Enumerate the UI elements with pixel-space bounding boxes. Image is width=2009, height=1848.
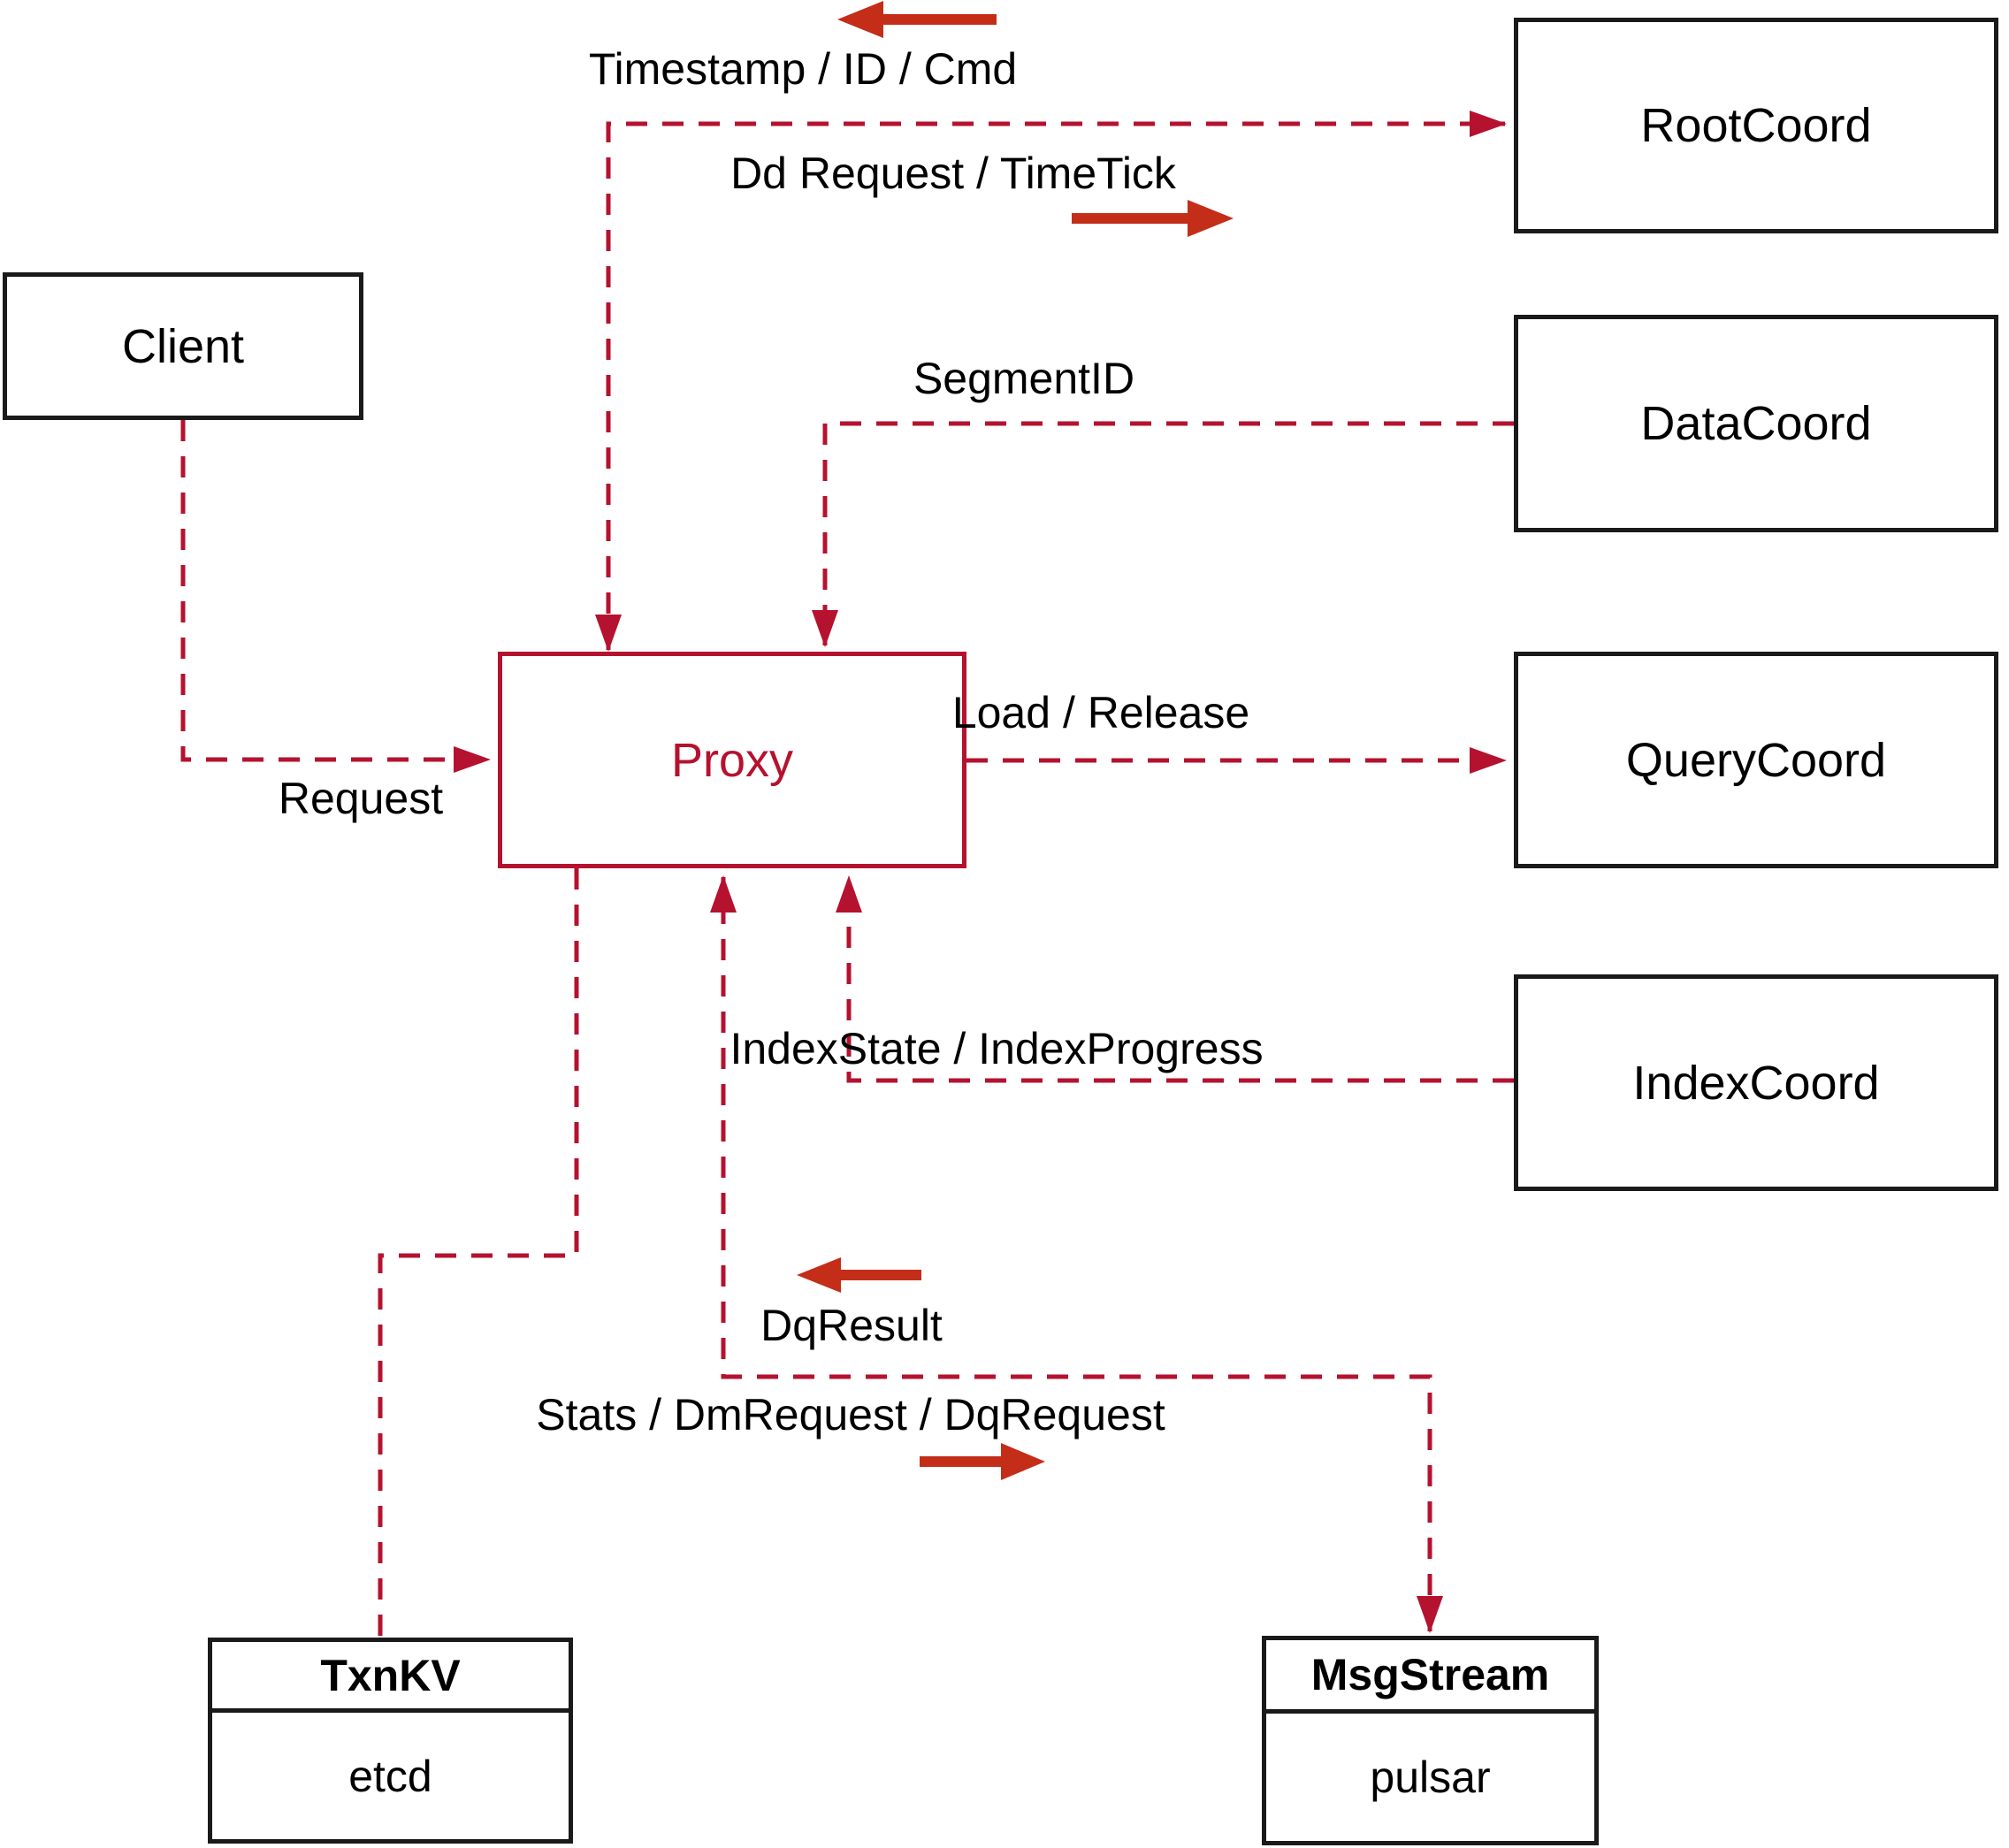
node-datacoord-label: DataCoord <box>1640 397 1872 450</box>
edge-proxy-msgstream <box>710 875 1443 1633</box>
node-txnkv-title: TxnKV <box>212 1642 569 1713</box>
edge-label-load-release: Load / Release <box>951 688 1250 737</box>
node-indexcoord: IndexCoord <box>1514 974 1998 1191</box>
node-rootcoord-label: RootCoord <box>1640 99 1872 152</box>
edge-proxy-txnkv <box>378 868 579 1636</box>
node-client: Client <box>3 272 363 420</box>
edge-proxy-rootcoord <box>595 111 1507 652</box>
node-msgstream-impl: pulsar <box>1370 1753 1491 1802</box>
edge-label-indexstate-indexprogress: IndexState / IndexProgress <box>730 1024 1264 1073</box>
node-querycoord: QueryCoord <box>1514 652 1998 868</box>
edge-label-dqresult: DqResult <box>760 1301 943 1350</box>
edge-label-dd-request-timetick: Dd Request / TimeTick <box>730 149 1176 198</box>
node-client-label: Client <box>121 319 245 373</box>
edge-label-segmentid: SegmentID <box>913 354 1135 403</box>
edge-datacoord-proxy <box>812 421 1514 647</box>
node-txnkv-impl: etcd <box>348 1751 432 1801</box>
node-rootcoord: RootCoord <box>1514 18 1998 233</box>
node-proxy: Proxy <box>498 652 966 868</box>
node-msgstream: MsgStream pulsar <box>1262 1636 1599 1845</box>
direction-left-arrow-icon <box>797 1257 921 1293</box>
node-datacoord: DataCoord <box>1514 315 1998 532</box>
direction-right-arrow-icon <box>1072 200 1234 237</box>
node-indexcoord-label: IndexCoord <box>1632 1056 1880 1110</box>
edge-label-request: Request <box>278 774 444 823</box>
node-txnkv: TxnKV etcd <box>208 1638 573 1844</box>
node-msgstream-title: MsgStream <box>1266 1640 1594 1714</box>
edge-label-stats-dmrequest-dqrequest: Stats / DmRequest / DqRequest <box>536 1390 1165 1439</box>
node-proxy-label: Proxy <box>670 733 794 787</box>
direction-left-arrow-icon <box>837 1 997 38</box>
node-querycoord-label: QueryCoord <box>1625 733 1887 787</box>
edge-client-proxy <box>180 420 491 773</box>
edge-label-timestamp-id-cmd: Timestamp / ID / Cmd <box>588 44 1018 94</box>
direction-right-arrow-icon <box>920 1443 1045 1480</box>
